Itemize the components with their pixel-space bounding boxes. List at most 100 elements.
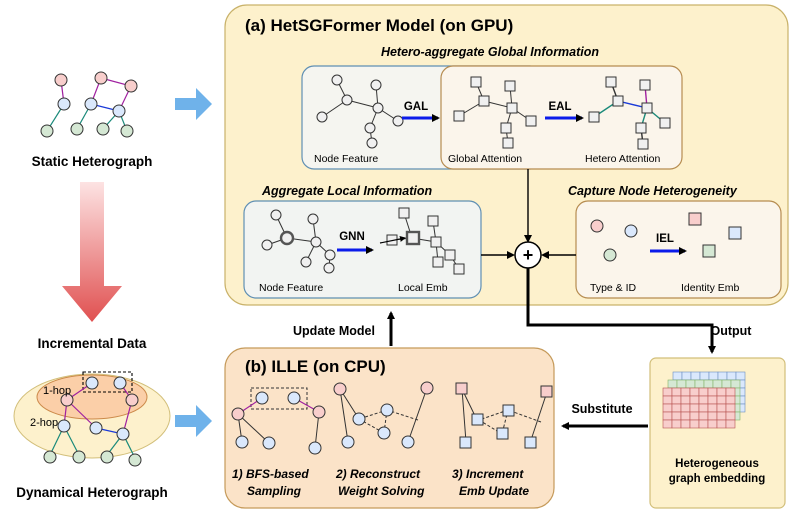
embedding-cell — [707, 387, 718, 397]
local-node-feature-label: Node Feature — [259, 282, 323, 294]
embedding-cell — [725, 403, 736, 413]
embedding-cell — [680, 403, 691, 413]
ille-step1-line2: Sampling — [247, 484, 302, 498]
embedding-cell — [725, 411, 736, 421]
embedding-cell — [726, 371, 737, 381]
embedding-cell — [689, 395, 700, 405]
ille-step3-graph — [455, 382, 553, 449]
embedding-cell — [662, 395, 673, 405]
gnn-label: GNN — [339, 231, 365, 243]
ille-step3-line1: 3) Increment — [452, 467, 524, 481]
incremental-down-arrow — [62, 182, 122, 322]
output-arrow — [526, 268, 716, 354]
embedding-cell — [667, 379, 678, 389]
ille-step2-line1: 2) Reconstruct — [335, 467, 421, 481]
cpu-panel-title: (b) ILLE (on CPU) — [245, 357, 386, 376]
embedding-cell — [671, 387, 682, 397]
embedding-cell — [698, 411, 709, 421]
iel-label: IEL — [656, 233, 674, 245]
type-id-nodes — [590, 219, 638, 262]
update-model-label: Update Model — [293, 324, 375, 338]
embedding-cell — [698, 387, 709, 397]
embedding-cell — [725, 419, 736, 429]
embedding-cell — [689, 411, 700, 421]
embedding-cell — [680, 419, 691, 429]
one-hop-label: 1-hop — [43, 385, 71, 397]
embedding-cell — [716, 387, 727, 397]
embedding-cell — [680, 411, 691, 421]
embedding-cell — [689, 403, 700, 413]
embedding-cell — [725, 387, 736, 397]
global-heading: Hetero-aggregate Global Information — [381, 45, 599, 59]
embedding-cell — [698, 419, 709, 429]
ille-step2-graph — [333, 381, 434, 449]
hetero-attention-label: Hetero Attention — [585, 153, 660, 165]
local-emb-label: Local Emb — [398, 282, 448, 294]
type-id-label: Type & ID — [590, 282, 637, 294]
hetero-attention-nodes — [588, 76, 671, 150]
embedding-cell — [716, 411, 727, 421]
static-heterograph-label: Static Heterograph — [32, 154, 153, 169]
embedding-cell — [725, 395, 736, 405]
embedding-cell — [662, 387, 673, 397]
embedding-cell — [662, 411, 673, 421]
ille-step1-line1: 1) BFS-based — [232, 467, 309, 481]
embedding-cell — [716, 403, 727, 413]
local-heading: Aggregate Local Information — [261, 184, 433, 198]
dynamic-heterograph-label: Dynamical Heterograph — [16, 485, 168, 500]
global-attention-graph — [453, 76, 537, 149]
embedding-cell — [680, 387, 691, 397]
global-node-feature-label: Node Feature — [314, 153, 378, 165]
gpu-panel-title: (a) HetSGFormer Model (on GPU) — [245, 16, 513, 35]
embedding-cell — [716, 395, 727, 405]
aggregate-plus-symbol: + — [523, 245, 534, 265]
ille-step1-graph — [231, 387, 326, 455]
embedding-cell — [689, 419, 700, 429]
embedding-matrix-stack — [662, 371, 746, 429]
local-node-feature-graph — [261, 209, 336, 274]
embedding-cell — [707, 419, 718, 429]
global-attention-label: Global Attention — [448, 153, 522, 165]
embedding-cell — [716, 419, 727, 429]
embedding-cell — [730, 379, 741, 389]
embedding-label-line2: graph embedding — [669, 473, 765, 485]
embedding-cell — [662, 419, 673, 429]
local-emb-pointer — [379, 236, 406, 244]
embedding-cell — [685, 379, 696, 389]
embedding-cell — [721, 379, 732, 389]
embedding-cell — [689, 387, 700, 397]
embedding-cell — [676, 379, 687, 389]
local-emb-graph — [386, 207, 465, 275]
embedding-cell — [671, 403, 682, 413]
ille-step3-line2: Emb Update — [459, 484, 529, 498]
eal-label: EAL — [549, 101, 572, 113]
embedding-cell — [712, 379, 723, 389]
embedding-cell — [671, 411, 682, 421]
embedding-cell — [698, 403, 709, 413]
substitute-label: Substitute — [571, 402, 632, 416]
embedding-cell — [699, 371, 710, 381]
global-node-feature-graph — [316, 74, 404, 149]
identity-emb-label: Identity Emb — [681, 282, 740, 294]
embedding-label-line1: Heterogeneous — [675, 458, 759, 470]
static-to-gpu-arrow — [175, 88, 212, 120]
embedding-cell — [694, 379, 705, 389]
embedding-cell — [681, 371, 692, 381]
embedding-cell — [671, 419, 682, 429]
output-label: Output — [711, 324, 753, 338]
two-hop-label: 2-hop — [30, 417, 58, 429]
dynamic-heterograph — [13, 371, 171, 467]
embedding-cell — [708, 371, 719, 381]
static-heterograph — [40, 71, 138, 138]
ille-step2-line2: Weight Solving — [338, 484, 425, 498]
embedding-cell — [680, 395, 691, 405]
embedding-cell — [662, 403, 673, 413]
embedding-cell — [671, 395, 682, 405]
incremental-data-label: Incremental Data — [38, 336, 147, 351]
dynamic-to-cpu-arrow — [175, 405, 212, 437]
embedding-cell — [717, 371, 728, 381]
embedding-cell — [703, 379, 714, 389]
gal-label: GAL — [404, 101, 428, 113]
embedding-cell — [672, 371, 683, 381]
